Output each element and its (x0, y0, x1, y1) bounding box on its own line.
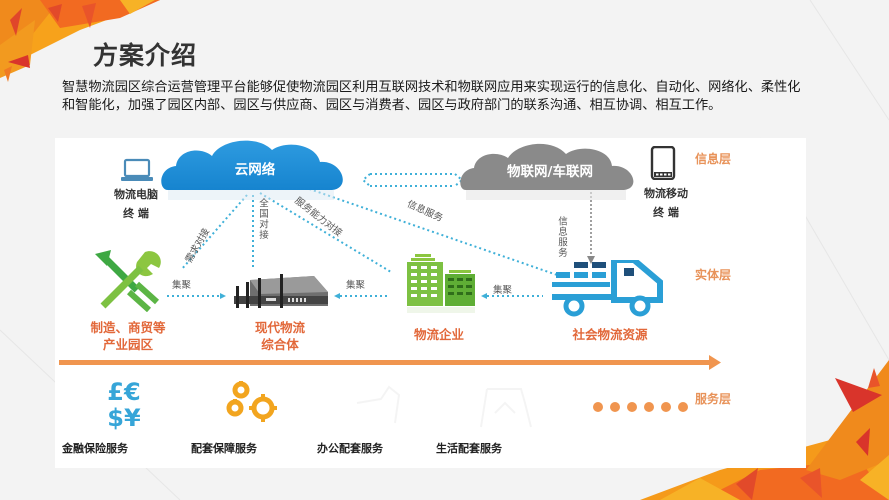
diagram-panel: 信息层 实体层 服务层 物流电脑 终 端 云网络 物联网/车联网 (55, 138, 806, 468)
pc-terminal-line2: 终 端 (123, 207, 149, 220)
office-icon (355, 383, 409, 427)
entity-name-line1: 现代物流 (254, 320, 305, 335)
cloud-network-label: 云网络 (234, 162, 276, 178)
pc-terminal-label: 物流电脑 终 端 (95, 185, 177, 223)
service-life-support: 生活配套服务 (436, 442, 502, 455)
gears-icon (226, 381, 277, 422)
mobile-terminal-label: 物流移动 终 端 (625, 184, 707, 222)
office-buildings-icon (407, 254, 475, 313)
entity-name-line1: 制造、商贸等 (90, 320, 166, 335)
intro-paragraph: 智慧物流园区综合运营管理平台能够促使物流园区利用互联网技术和物联网应用来实现运行… (62, 80, 801, 113)
iot-cloud-label: 物联网/车联网 (507, 164, 593, 180)
service-office-support: 办公配套服务 (317, 442, 383, 455)
gather-label-1: 集聚 (172, 280, 192, 291)
page-title: 方案介绍 (93, 41, 198, 70)
more-services-dots (593, 402, 688, 412)
entity-name-line2: 综合体 (261, 337, 299, 352)
wrench-arrow-icon (95, 250, 161, 312)
truck-icon (552, 260, 663, 317)
connector-lines (59, 173, 721, 370)
mobile-phone-icon (650, 146, 676, 180)
entity-social-logistics-resources: 社会物流资源 (572, 327, 648, 342)
pc-terminal-line1: 物流电脑 (114, 188, 158, 201)
entity-industrial-park: 制造、商贸等 产业园区 (73, 319, 183, 353)
iot-cloud-icon (460, 143, 634, 200)
gather-label-3: 集聚 (493, 285, 513, 296)
mobile-terminal-line2: 终 端 (653, 206, 679, 219)
info-service-vertical-label: 信息服务 (556, 216, 567, 258)
entity-logistics-enterprise: 物流企业 (413, 327, 464, 342)
currency-icon: £€$¥ (107, 378, 141, 432)
national-link-label: 全国对接 (257, 198, 268, 240)
gather-label-2: 集聚 (346, 280, 366, 291)
layer-label-entity: 实体层 (695, 268, 732, 282)
service-support-guarantee: 配套保障服务 (191, 442, 257, 455)
building-complex-icon (234, 274, 328, 308)
life-icon (475, 383, 535, 429)
service-finance-insurance: 金融保险服务 (62, 442, 128, 455)
layer-label-service: 服务层 (695, 392, 732, 406)
laptop-icon (121, 158, 153, 181)
layer-label-info: 信息层 (695, 152, 732, 166)
cloud-network-icon (161, 140, 343, 200)
entity-name-line2: 产业园区 (102, 337, 153, 352)
mobile-terminal-line1: 物流移动 (644, 187, 688, 200)
entity-logistics-complex: 现代物流 综合体 (225, 319, 335, 353)
